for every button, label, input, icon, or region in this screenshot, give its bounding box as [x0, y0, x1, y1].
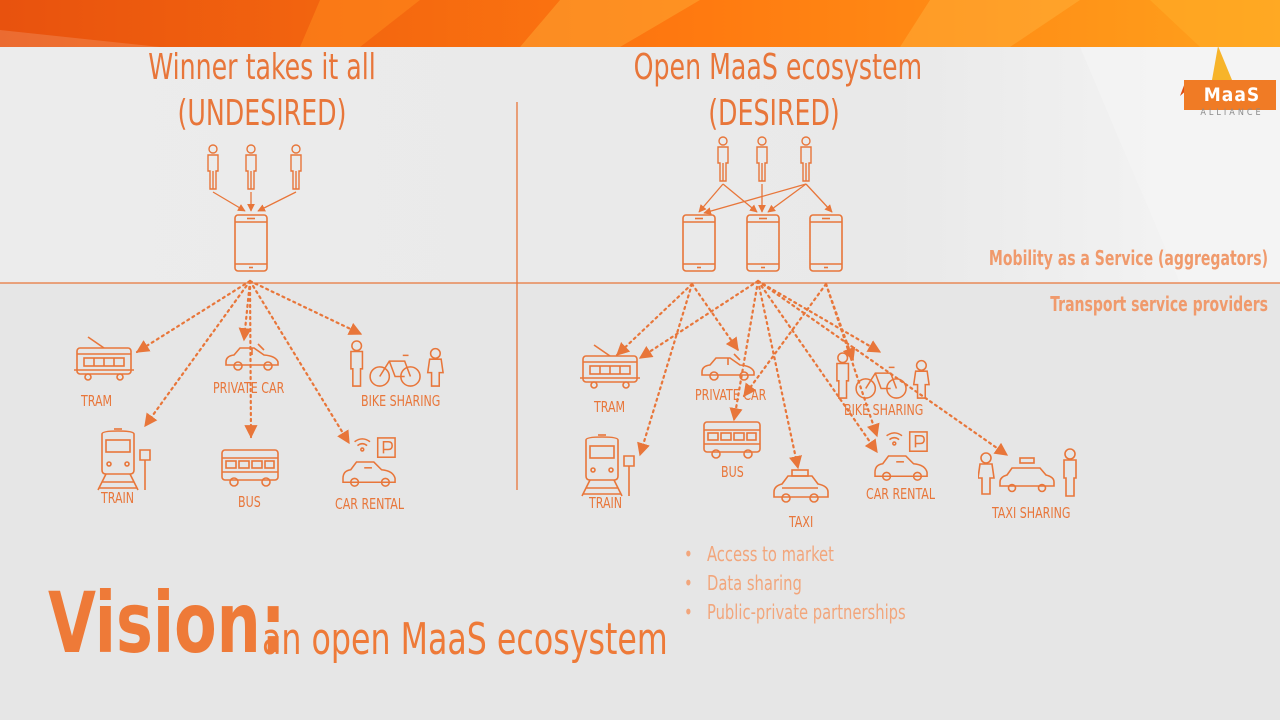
mode-label-taxi: TAXI	[789, 513, 814, 531]
enabler-item: •Access to market	[684, 542, 834, 566]
bus-icon	[221, 449, 279, 487]
maas-logo-subtext: ALLIANCE	[1200, 108, 1264, 118]
right-user-arrows	[698, 183, 833, 215]
car-rental-icon	[874, 431, 928, 481]
bike-sharing-icon	[350, 340, 444, 387]
transport-layer-label: Transport service providers	[1050, 292, 1268, 316]
mode-label-bus: BUS	[721, 463, 744, 481]
upper-layer-background	[0, 47, 1280, 283]
mode-label-private-car: PRIVATE CAR	[213, 379, 285, 397]
mode-label-train: TRAIN	[589, 494, 623, 512]
left-title-line2: (UNDESIRED)	[177, 93, 347, 134]
car-rental-icon	[342, 437, 396, 487]
mode-label-tram: TRAM	[81, 392, 113, 410]
mode-label-bike-sharing: BIKE SHARING	[361, 392, 441, 410]
left-provider-arrows	[135, 279, 363, 445]
tram-icon	[580, 344, 640, 389]
mode-label-taxi-sharing: TAXI SHARING	[992, 504, 1071, 522]
maas-logo-box	[1184, 80, 1276, 110]
mode-label-car-rental: CAR RENTAL	[335, 495, 404, 513]
right-title-line2: (DESIRED)	[708, 93, 840, 134]
left-title-line1: Winner takes it all	[148, 47, 376, 88]
mode-label-train: TRAIN	[101, 489, 135, 507]
taxi-sharing-icon	[978, 448, 1077, 497]
maas-logo-text: MaaS	[1203, 84, 1261, 106]
mode-label-private-car: PRIVATE CAR	[695, 386, 767, 404]
mode-label-tram: TRAM	[594, 398, 626, 416]
taxi-icon	[773, 469, 829, 503]
enabler-item: •Public-private partnerships	[684, 600, 906, 624]
train-icon	[97, 428, 151, 491]
enabler-list: •Access to market •Data sharing •Public-…	[684, 540, 906, 627]
vision-subtitle: an open MaaS ecosystem	[262, 614, 668, 665]
bus-icon	[703, 421, 761, 459]
maas-layer-label: Mobility as a Service (aggregators)	[988, 246, 1268, 270]
train-icon	[581, 434, 635, 497]
private-car-icon	[701, 353, 755, 381]
mode-label-car-rental: CAR RENTAL	[866, 485, 935, 503]
right-title-line1: Open MaaS ecosystem	[633, 47, 923, 88]
mode-label-bus: BUS	[238, 493, 261, 511]
mode-label-bike-sharing: BIKE SHARING	[844, 401, 924, 419]
top-banner	[0, 0, 1280, 47]
enabler-item: •Data sharing	[684, 571, 802, 595]
right-provider-arrows	[615, 279, 1009, 470]
vision-heading: Vision:	[48, 574, 286, 672]
tram-icon	[74, 336, 134, 381]
left-user-arrows	[212, 191, 297, 212]
private-car-icon	[225, 343, 279, 371]
